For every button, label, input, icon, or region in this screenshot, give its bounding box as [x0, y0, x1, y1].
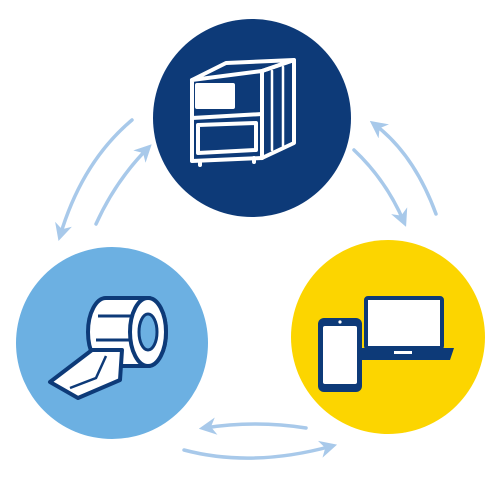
- arrow-bottom-upper: [198, 417, 308, 435]
- arrows-printer-labels: [55, 118, 152, 242]
- arrow-right-outer: [369, 120, 438, 216]
- printer-node: [153, 19, 351, 217]
- label-roll-icon: [48, 296, 168, 400]
- arrow-bottom-lower: [182, 440, 338, 460]
- arrows-printer-devices: [352, 120, 438, 227]
- arrow-left-inner: [94, 144, 152, 226]
- arrows-labels-devices: [182, 417, 338, 460]
- labels-node: [16, 247, 208, 439]
- arrow-right-inner: [352, 148, 408, 227]
- phone-and-laptop-icon: [318, 296, 454, 392]
- devices-node: [291, 240, 485, 434]
- arrow-left-outer: [55, 118, 134, 242]
- label-printer-icon: [190, 58, 296, 167]
- printer-circle: [153, 19, 351, 217]
